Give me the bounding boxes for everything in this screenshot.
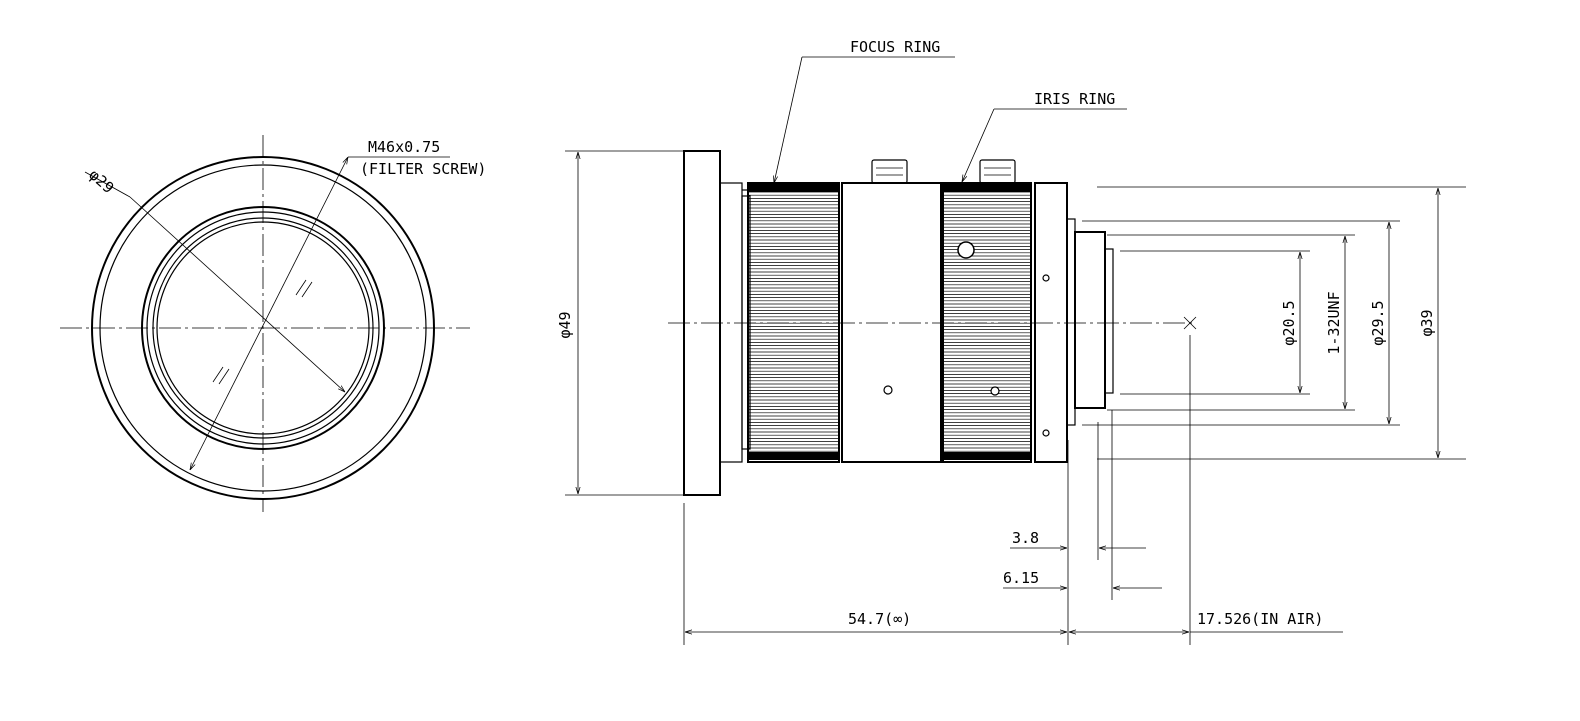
dim-phi39-label: φ39	[1418, 309, 1436, 336]
rear-housing	[1034, 182, 1068, 463]
front-step	[741, 195, 751, 450]
dim-6-15-label: 6.15	[1003, 569, 1039, 587]
rear-step	[1066, 218, 1076, 426]
focus-ring	[747, 182, 840, 463]
barrel-hole	[883, 385, 893, 395]
middle-barrel	[841, 182, 942, 463]
iris-ring-hole	[957, 241, 975, 259]
focus-ring-knurl	[749, 184, 838, 460]
dim-back-focus-label: 17.526(IN AIR)	[1197, 610, 1323, 628]
filter-note-label: (FILTER SCREW)	[360, 160, 486, 178]
rear-protrusion	[1104, 248, 1114, 394]
rear-screw-bottom	[1042, 429, 1050, 437]
iris-ring-knurl	[944, 184, 1030, 460]
dim-leader-phi29	[84, 171, 131, 198]
focus-lock-screw	[871, 159, 908, 184]
iris-lock-screw	[979, 159, 1016, 184]
front-collar	[719, 182, 743, 463]
dim-phi49-label: φ49	[556, 311, 574, 338]
dim-mount-thread-label: 1-32UNF	[1325, 291, 1343, 354]
glass-reflection-marks	[212, 279, 313, 385]
filter-thread-label: M46x0.75	[368, 138, 440, 156]
dim-phi29-label: φ29	[85, 166, 117, 198]
dim-phi29-5-label: φ29.5	[1369, 300, 1387, 345]
iris-ring-label: IRIS RING	[1034, 90, 1115, 108]
front-view: φ29 M46x0.75 (FILTER SCREW)	[60, 135, 486, 512]
dim-length-label: 54.7(∞)	[848, 610, 911, 628]
iris-ring-small-hole	[990, 386, 1000, 396]
dim-line-filter-screw	[190, 157, 348, 470]
iris-ring	[942, 182, 1032, 463]
dim-3-8-label: 3.8	[1012, 529, 1039, 547]
focus-ring-label: FOCUS RING	[850, 38, 940, 56]
c-mount-thread	[1074, 231, 1106, 409]
side-view: FOCUS RING IRIS RING φ49 φ39 φ29.5 1-32U…	[556, 38, 1466, 645]
dim-phi20-5-label: φ20.5	[1280, 300, 1298, 345]
rear-screw-top	[1042, 274, 1050, 282]
